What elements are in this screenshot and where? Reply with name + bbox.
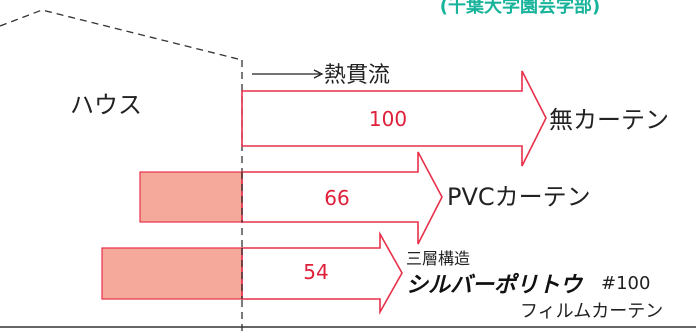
bar-arrow-no-curtain xyxy=(241,70,547,167)
bar-fill-silver xyxy=(101,247,243,300)
bar-fill-pvc xyxy=(139,171,243,223)
bar-label-silver-model: #100 xyxy=(601,273,650,294)
house-label: ハウス xyxy=(70,91,142,119)
bar-label-silver-line3: フィルムカーテン xyxy=(520,301,663,322)
legend-arrow-head-icon xyxy=(313,69,324,79)
bar-value-pvc: 66 xyxy=(324,186,349,210)
legend-label: 熱貫流 xyxy=(324,63,390,88)
bar-label-silver-line1: 三層構造 xyxy=(406,249,470,268)
bar-value-silver: 54 xyxy=(303,260,328,284)
bar-value-no-curtain: 100 xyxy=(369,107,407,131)
bar-arrow-pvc xyxy=(241,151,443,245)
house-roof-outline xyxy=(0,9,243,61)
bar-label-pvc: PVCカーテン xyxy=(447,183,591,211)
bar-label-no-curtain: 無カーテン xyxy=(549,106,669,134)
source-credit: (千葉大学園芸学部) xyxy=(440,0,600,17)
bar-arrow-silver xyxy=(241,230,403,316)
bar-label-silver-brand: シルバーポリトウ xyxy=(406,272,584,298)
